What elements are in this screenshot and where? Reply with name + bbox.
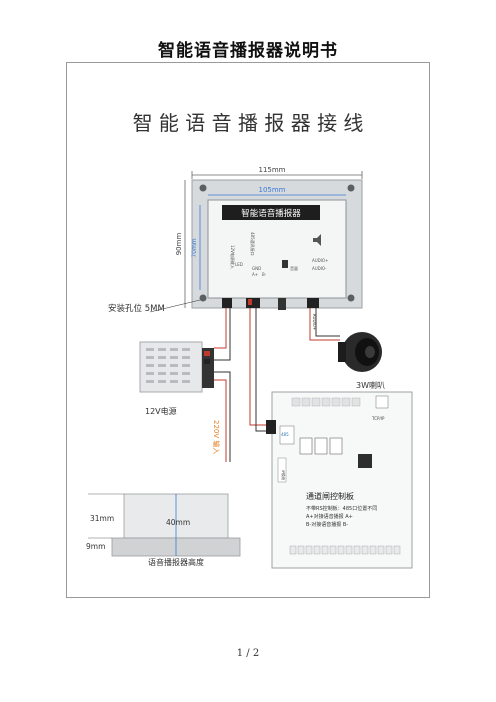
speaker-label: 3W喇叭 <box>356 380 385 390</box>
audio-terminal-label: AUDIO+ <box>312 314 317 330</box>
speaker-symbol-icon <box>313 234 321 246</box>
control-board-note-3: B-对接语音播报 B- <box>306 521 348 528</box>
volume-knob <box>282 260 288 268</box>
terminal-power <box>222 298 232 308</box>
outer-width-label: 115mm <box>259 166 286 174</box>
device-text-audio-minus: AUDIO- <box>312 266 327 271</box>
board-ip-label: IP模块 <box>281 470 286 481</box>
power-supply-label: 12V电源 <box>145 406 177 416</box>
speaker-icon <box>338 332 382 372</box>
terminal-485-red <box>248 299 252 305</box>
terminal-audio <box>307 298 319 308</box>
mount-hole-br <box>347 294 355 302</box>
board-485-terminal <box>266 420 276 434</box>
terminal-485 <box>246 298 260 308</box>
box-depth-label: 40mm <box>166 518 190 527</box>
control-board-title: 通道闸控制板 <box>306 491 354 501</box>
ac-input-label: 220V 输入 <box>212 420 221 454</box>
height-illustration <box>88 493 241 557</box>
dimension-inner-height: 70mm <box>191 205 201 290</box>
control-board-note-2: A+对接语音播报 A+ <box>306 513 353 520</box>
device-text-volume: 音量 <box>290 265 298 271</box>
mount-hole-leader <box>149 299 201 313</box>
inner-height-label: 70mm <box>191 238 198 257</box>
control-board: TCP/IP 485 IP模块 <box>266 391 413 569</box>
board-tcp-label: TCP/IP <box>371 416 385 421</box>
board-485-label: 485 <box>281 432 289 437</box>
power-supply <box>139 341 214 393</box>
mount-hole-bl <box>199 294 207 302</box>
terminal-switch <box>278 298 286 310</box>
page-number: 1 / 2 <box>236 648 260 659</box>
mount-hole-label: 安装孔位 5MM <box>108 303 165 314</box>
device-port-b: B- <box>262 272 267 277</box>
device-text-led: LED <box>235 262 243 267</box>
wiring <box>214 308 340 462</box>
dimension-outer-width: 115mm <box>191 166 363 179</box>
device-text-audio-plus: AUDIO+ <box>312 258 328 263</box>
inner-width-label: 105mm <box>259 186 286 194</box>
device-text-power: 12V电源输入 <box>230 245 236 269</box>
device-port-a: A+ <box>252 272 258 277</box>
height-caption: 语音播报器高度 <box>148 557 204 567</box>
device-panel-label: 智能语音播报器 <box>241 208 301 219</box>
document-title: 智能语音播报器说明书 <box>158 41 338 61</box>
mount-hole-tr <box>347 184 355 192</box>
base-height-label: 9mm <box>86 542 105 551</box>
outer-height-label: 90mm <box>175 233 183 256</box>
device-text-485: 485通讯接口 <box>250 232 256 256</box>
mount-hole-tl <box>199 184 207 192</box>
device-port-gnd: GND <box>252 266 261 271</box>
total-height-label: 31mm <box>90 514 114 523</box>
diagram-heading: 智 能 语 音 播 报 器 接 线 <box>133 111 364 135</box>
dimension-outer-height: 90mm <box>175 180 186 308</box>
device-label-panel <box>222 205 320 220</box>
dimension-inner-width: 105mm <box>208 186 346 196</box>
control-board-note-1: 不带RS控制板：485口位置不同 <box>306 505 377 512</box>
